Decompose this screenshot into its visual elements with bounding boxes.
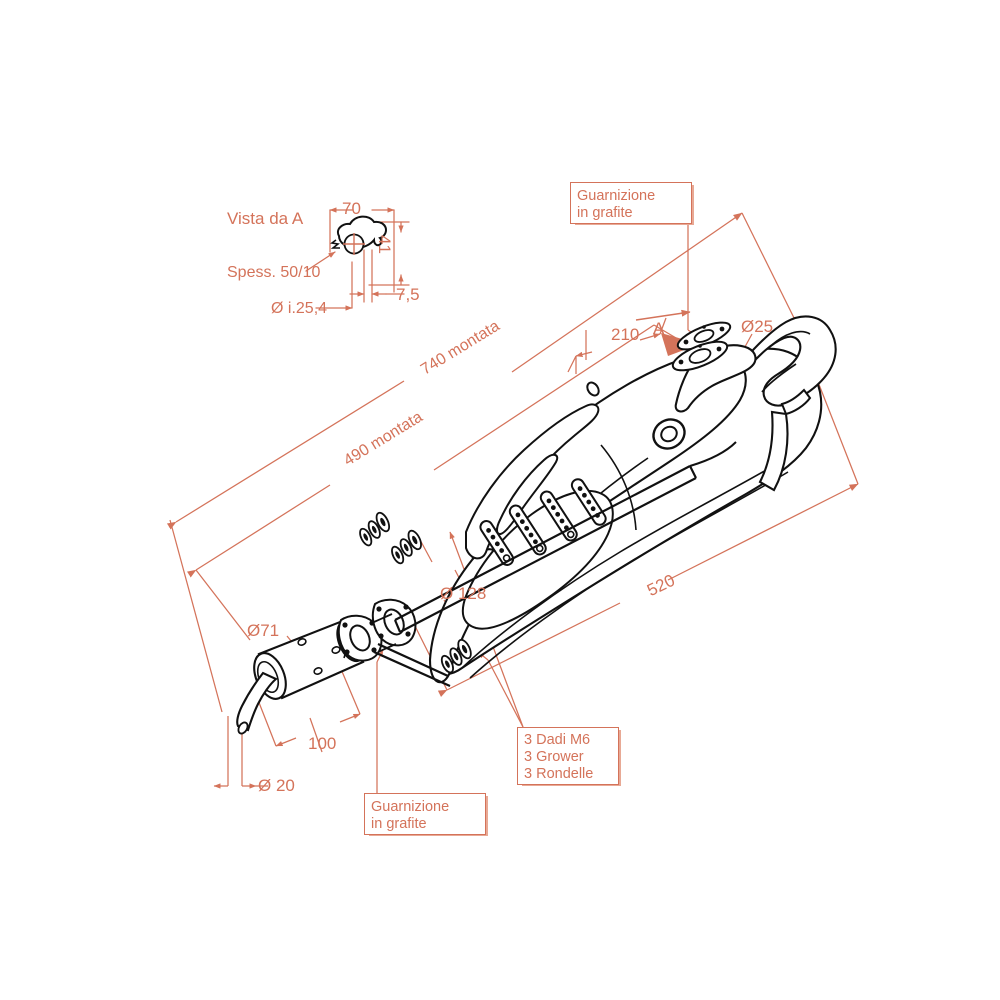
dim-d20-label: Ø 20 — [258, 776, 295, 795]
callout-gasket-top-text: Guarnizione in grafite — [577, 188, 656, 221]
dim-d128-label: Ø 128 — [440, 584, 487, 603]
flange-plate-upper — [676, 321, 732, 351]
hardware-stack-lower — [440, 638, 472, 674]
thickness-label: Spess. 50/10 — [227, 264, 321, 281]
detail-height-label: 41 — [375, 235, 394, 254]
callout-hardware[interactable]: 3 Dadi M6 3 Grower 3 Rondelle — [517, 727, 619, 785]
support-bracket-lower — [373, 642, 451, 688]
detail-depth-label: 7,5 — [396, 285, 420, 304]
dim-d71-label: Ø71 — [247, 621, 280, 640]
hardware-stack-upper — [359, 511, 422, 565]
tail-pipe — [236, 671, 278, 735]
dim-100-label: 100 — [308, 734, 337, 753]
support-bracket — [393, 465, 697, 633]
section-marker-label: A — [653, 319, 665, 338]
inner-diameter-label: Ø i.25,4 — [271, 300, 328, 317]
callout-gasket-bottom-shadow2 — [485, 796, 488, 836]
dim-210-label: 210 — [611, 325, 640, 344]
callout-gasket-top-shadow2 — [691, 185, 694, 225]
callout-hardware-text: 3 Dadi M6 3 Grower 3 Rondelle — [524, 732, 594, 782]
flange-plate-lower — [671, 340, 729, 372]
callout-hardware-shadow2 — [618, 730, 621, 786]
callout-gasket-top[interactable]: Guarnizione in grafite — [570, 182, 692, 224]
callout-gasket-bottom-text: Guarnizione in grafite — [371, 799, 450, 832]
callout-gasket-bottom[interactable]: Guarnizione in grafite — [364, 793, 486, 835]
detail-width-label: 70 — [342, 199, 361, 218]
dim-d25-label: Ø25 — [741, 317, 774, 336]
detail-view-label: Vista da A — [227, 209, 304, 228]
